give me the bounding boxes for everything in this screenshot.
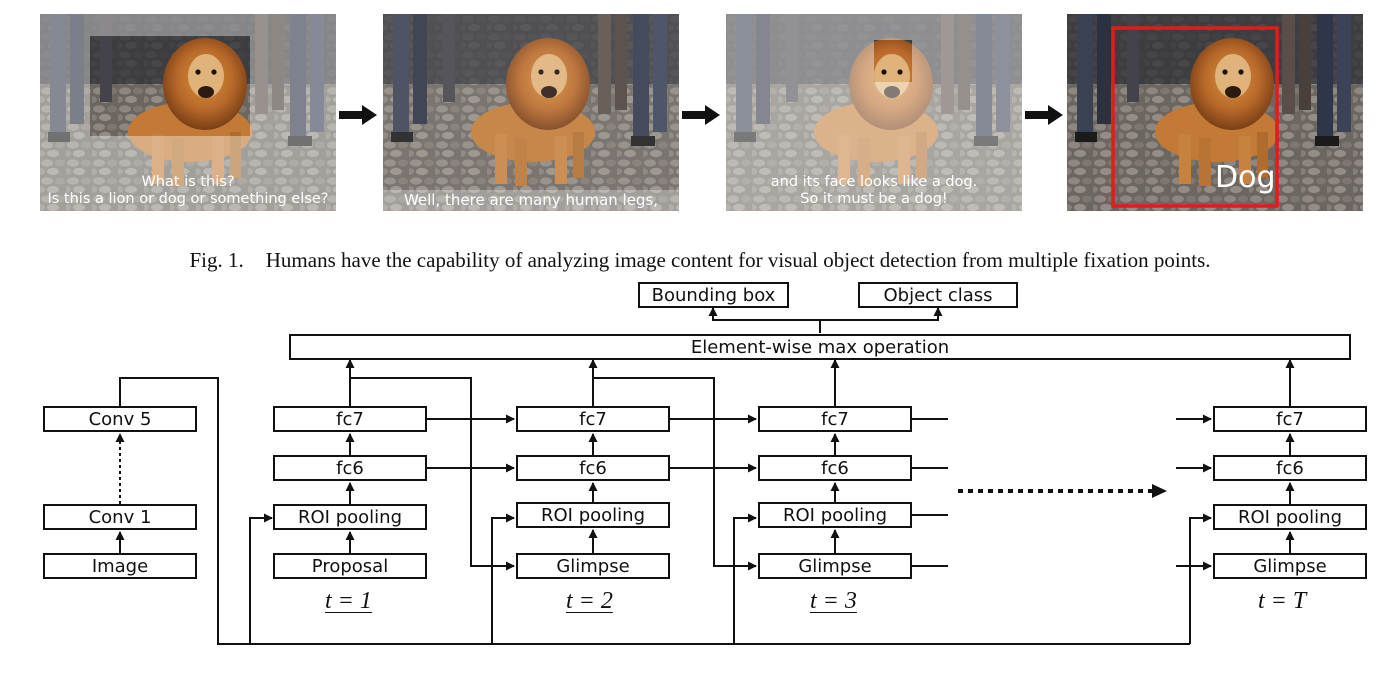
glimpse-input: Glimpse: [758, 553, 912, 579]
figure-caption-text: Humans have the capability of analyzing …: [265, 248, 1211, 272]
figure-label: Fig. 1.: [189, 248, 244, 272]
object-class-output: Object class: [858, 282, 1018, 308]
fc7-layer: fc7: [273, 406, 427, 432]
panel-caption-2: Well, there are many human legs,: [403, 191, 659, 209]
roi-pooling-layer: ROI pooling: [758, 502, 912, 528]
fc6-layer: fc6: [1213, 455, 1367, 481]
roi-pooling-layer: ROI pooling: [516, 502, 670, 528]
arrow-right-icon: [682, 105, 720, 125]
image-input: Image: [43, 553, 197, 579]
glimpse-input: Glimpse: [516, 553, 670, 579]
dog-photo: [383, 14, 679, 211]
time-step-label: t = 2: [566, 588, 613, 614]
detection-label: Dog: [1215, 160, 1276, 195]
elementwise-max-operation: Element-wise max operation: [289, 334, 1351, 360]
fc7-layer: fc7: [1213, 406, 1367, 432]
roi-pooling-layer: ROI pooling: [273, 504, 427, 530]
proposal-input: Proposal: [273, 553, 427, 579]
arrow-right-icon: [1025, 105, 1063, 125]
dog-photo: [1067, 14, 1363, 211]
conv5-block: Conv 5: [43, 406, 197, 432]
fc7-layer: fc7: [758, 406, 912, 432]
panel-4: Dog: [1067, 14, 1363, 211]
fc6-layer: fc6: [273, 455, 427, 481]
panel-3: and its face looks like a dog. So it mus…: [726, 14, 1022, 211]
panel-2: Well, there are many human legs,: [383, 14, 679, 211]
time-step-label: t = T: [1258, 588, 1307, 614]
roi-pooling-layer: ROI pooling: [1213, 504, 1367, 530]
conv1-block: Conv 1: [43, 504, 197, 530]
panel-caption-3: and its face looks like a dog. So it mus…: [770, 174, 978, 207]
panel-1: What is this? Is this a lion or dog or s…: [40, 14, 336, 211]
fc6-layer: fc6: [758, 455, 912, 481]
dog-photo: [40, 14, 336, 211]
panel-caption-1: What is this? Is this a lion or dog or s…: [47, 174, 329, 207]
arrow-right-icon: [339, 105, 377, 125]
glimpse-input: Glimpse: [1213, 553, 1367, 579]
fc7-layer: fc7: [516, 406, 670, 432]
time-step-label: t = 3: [810, 588, 857, 614]
dog-photo: [726, 14, 1022, 211]
bounding-box-output: Bounding box: [638, 282, 789, 308]
detection-box: [1111, 26, 1279, 208]
figure-caption: Fig. 1. Humans have the capability of ana…: [0, 248, 1400, 273]
time-step-label: t = 1: [325, 588, 372, 614]
fc6-layer: fc6: [516, 455, 670, 481]
